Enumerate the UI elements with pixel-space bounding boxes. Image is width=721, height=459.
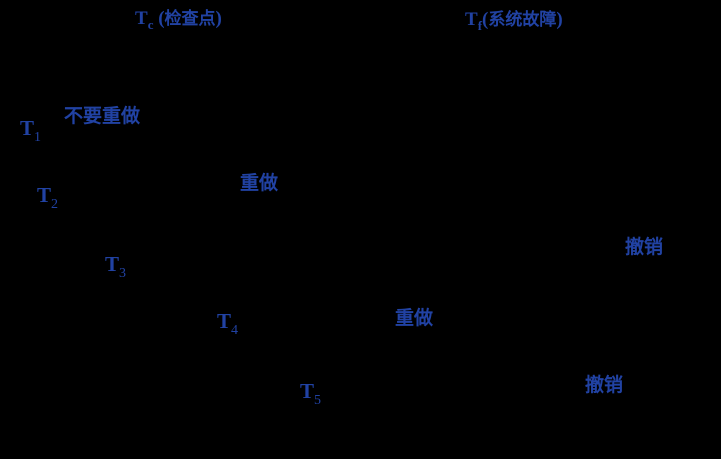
failure-paren-close: ) [556,9,563,30]
t2-action-redo: 重做 [240,172,279,194]
transaction-t2-label: T2 [37,183,58,212]
failure-paren-open: ( [482,9,489,30]
checkpoint-symbol: T [135,8,148,29]
failure-label: Tf(系统故障) [465,9,563,32]
t4-symbol: T [217,309,232,333]
t1-symbol: T [20,116,35,140]
t4-subscript: 4 [231,323,239,338]
checkpoint-paren-close: ) [215,8,222,29]
checkpoint-label: Tc (检查点) [135,8,222,31]
t5-symbol: T [300,379,315,403]
transaction-t4-label: T4 [217,309,238,338]
checkpoint-subscript: c [147,17,154,32]
transaction-t5-label: T5 [300,379,321,408]
failure-subscript: f [477,18,483,33]
transaction-t3-label: T3 [105,252,126,281]
t3-subscript: 3 [119,266,127,281]
t4-action-redo: 重做 [395,307,434,329]
t1-action-no-redo: 不要重做 [64,105,141,127]
checkpoint-text: 检查点 [164,9,216,29]
t2-symbol: T [37,183,52,207]
failure-text: 系统故障 [488,10,557,30]
failure-symbol: T [465,9,478,30]
t2-subscript: 2 [51,197,59,212]
t5-action-undo: 撤销 [585,374,624,396]
t5-subscript: 5 [314,393,322,408]
transaction-t1-label: T1 [20,116,41,145]
t1-subscript: 1 [34,130,42,145]
t3-symbol: T [105,252,120,276]
t3-action-undo: 撤销 [625,236,664,258]
checkpoint-paren-open: ( [158,8,165,29]
